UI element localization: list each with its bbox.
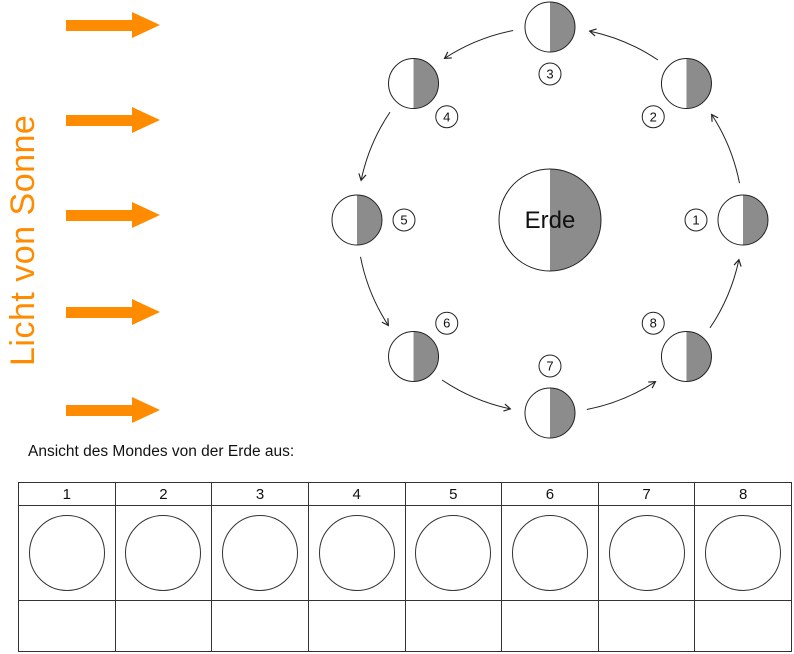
- orbit-direction-arrow: [586, 381, 657, 410]
- position-number-1: 1: [684, 208, 708, 232]
- blank-moon-circle: [28, 515, 105, 591]
- answer-cell: [694, 600, 792, 652]
- position-number-label: 6: [443, 316, 450, 331]
- sun-ray-arrow-body: [66, 306, 132, 318]
- position-number-3: 3: [538, 62, 562, 86]
- moon-position-5-shadow-half: [357, 195, 382, 245]
- sun-ray-arrow: [66, 107, 160, 133]
- moon-position-1-shadow-half: [743, 195, 768, 245]
- sun-ray-arrow-body: [66, 19, 132, 31]
- orbit-direction-arrow: [588, 28, 659, 61]
- phase-drawing-cell: [211, 505, 309, 601]
- sun-ray-arrow-body: [66, 209, 132, 221]
- position-number-4: 4: [435, 105, 459, 129]
- position-number-label: 7: [546, 359, 553, 374]
- moon-orbit-diagram: Erde 1 2 3 4 5 6 7 8: [331, 1, 769, 439]
- sun-ray-arrow-body: [66, 404, 132, 416]
- sun-ray-arrow: [66, 397, 160, 423]
- blank-moon-circle: [125, 515, 202, 591]
- position-number-label: 2: [650, 109, 657, 124]
- moon-position-8: [660, 330, 712, 382]
- position-number-label: 4: [443, 109, 450, 124]
- phase-drawing-cell: [501, 505, 599, 601]
- orbit-direction-arrow: [443, 30, 514, 59]
- position-number-label: 5: [400, 213, 407, 228]
- moon-position-6: [388, 330, 440, 382]
- blank-moon-circle: [705, 515, 782, 591]
- orbit-direction-arrow: [441, 379, 512, 412]
- phase-drawing-cell: [404, 505, 503, 601]
- phase-column-header: 4: [307, 482, 406, 506]
- moon-position-2-shadow-half: [686, 58, 712, 109]
- blank-moon-circle: [222, 515, 299, 591]
- phase-drawing-cell: [307, 505, 406, 601]
- phase-column-header: 8: [694, 482, 792, 506]
- answer-cell: [501, 600, 599, 652]
- sun-ray-arrow-body: [66, 114, 132, 126]
- moon-position-3-shadow-half: [550, 2, 575, 52]
- phase-drawing-cell: [18, 505, 116, 601]
- phase-drawing-cell: [694, 505, 792, 601]
- orbit-direction-arrow: [709, 258, 742, 329]
- sun-ray-arrow-head: [132, 397, 160, 423]
- orbit-direction-arrow: [360, 256, 389, 327]
- moon-position-1: [717, 194, 769, 246]
- orbit-direction-arrow: [711, 113, 740, 184]
- answer-cell: [114, 600, 213, 652]
- blank-moon-circle: [608, 515, 685, 591]
- phase-column-header: 3: [211, 482, 309, 506]
- answer-cell: [307, 600, 406, 652]
- phase-column-header: 7: [597, 482, 696, 506]
- answer-cell: [404, 600, 503, 652]
- phase-column-header: 6: [501, 482, 599, 506]
- phase-column-header: 5: [404, 482, 503, 506]
- position-number-label: 3: [546, 67, 553, 82]
- moon-position-3: [524, 1, 576, 53]
- position-number-label: 1: [692, 213, 699, 228]
- position-number-5: 5: [392, 208, 416, 232]
- sun-ray-arrow-head: [132, 107, 160, 133]
- moon-position-4: [388, 58, 440, 110]
- earth-shadow-half: [550, 169, 601, 271]
- answer-cell: [597, 600, 696, 652]
- phase-column-header: 2: [114, 482, 213, 506]
- table-caption: Ansicht des Mondes von der Erde aus:: [28, 443, 295, 460]
- phase-drawing-cell: [597, 505, 696, 601]
- orbit-direction-arrow: [358, 111, 391, 182]
- moon-position-5: [331, 194, 383, 246]
- sun-ray-arrow: [66, 202, 160, 228]
- blank-moon-circle: [511, 515, 588, 591]
- moon-position-2: [660, 58, 712, 110]
- moon-position-4-shadow-half: [413, 58, 439, 109]
- moon-position-7-shadow-half: [550, 388, 575, 438]
- sun-ray-arrow-head: [132, 299, 160, 325]
- earth-label: Erde: [525, 207, 576, 234]
- position-number-2: 2: [641, 105, 665, 129]
- blank-moon-circle: [415, 515, 492, 591]
- answer-cell: [18, 600, 116, 652]
- position-number-label: 8: [650, 316, 657, 331]
- moon-position-7: [524, 387, 576, 439]
- position-number-6: 6: [435, 311, 459, 335]
- phase-drawing-cell: [114, 505, 213, 601]
- sun-ray-arrow-head: [132, 202, 160, 228]
- sun-ray-arrow: [66, 299, 160, 325]
- sun-ray-arrow: [66, 12, 160, 38]
- earth: Erde: [498, 168, 602, 272]
- moon-position-6-shadow-half: [413, 331, 439, 382]
- moon-position-8-shadow-half: [686, 331, 712, 382]
- position-number-8: 8: [641, 311, 665, 335]
- blank-moon-circle: [318, 515, 395, 591]
- answer-row: [18, 600, 792, 652]
- answer-cell: [211, 600, 309, 652]
- phase-column-header: 1: [18, 482, 116, 506]
- phase-drawing-row: [18, 505, 792, 601]
- sun-ray-arrow-head: [132, 12, 160, 38]
- position-number-7: 7: [538, 354, 562, 378]
